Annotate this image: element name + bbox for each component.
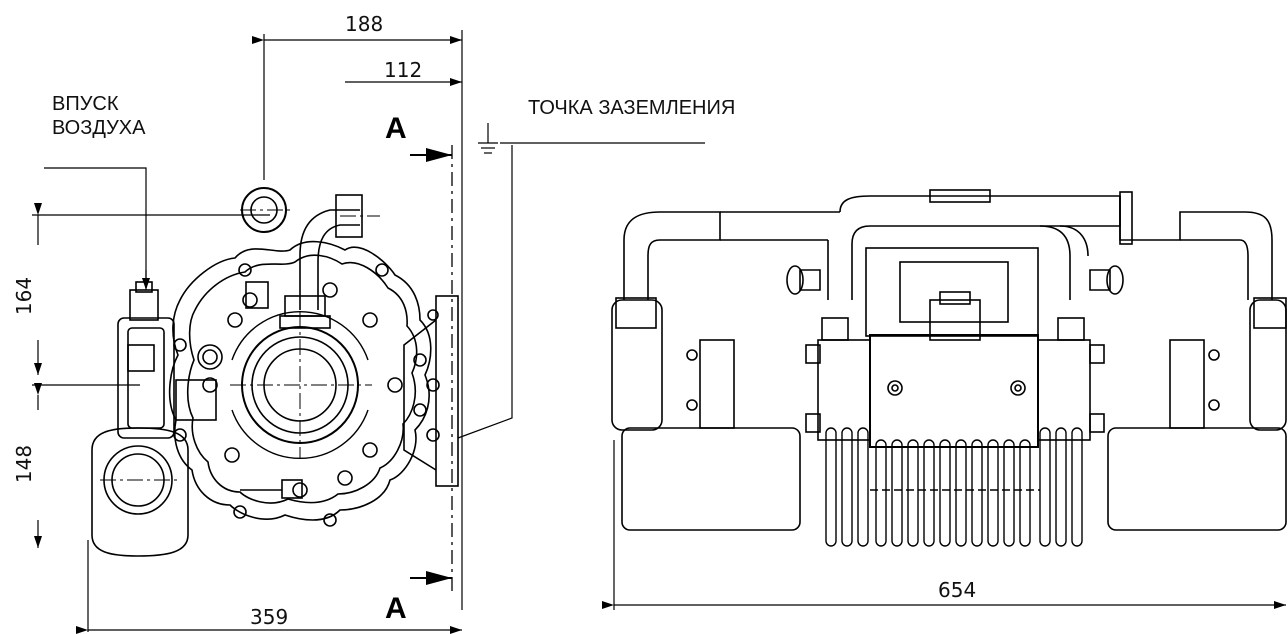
brush-discs (825, 427, 1083, 547)
air-inlet-label-line1: ВПУСК (52, 93, 119, 115)
dimension-148: 148 (12, 444, 36, 484)
front-view (611, 189, 1287, 547)
ground-symbol (457, 123, 705, 439)
dimension-654: 654 (938, 578, 977, 602)
ground-point-label: ТОЧКА ЗАЗЕМЛЕНИЯ (528, 97, 736, 119)
section-arrows (410, 145, 453, 595)
dimension-164: 164 (12, 276, 36, 316)
air-inlet-label-line2: ВОЗДУХА (52, 117, 146, 139)
dimension-lines (32, 30, 1286, 634)
section-marker-top: A (385, 112, 407, 145)
center-lines (100, 209, 380, 481)
side-view (91, 187, 459, 557)
dimension-188: 188 (345, 12, 384, 36)
dimension-359: 359 (250, 605, 289, 629)
dimension-112: 112 (384, 58, 423, 82)
section-marker-bottom: A (385, 592, 407, 625)
